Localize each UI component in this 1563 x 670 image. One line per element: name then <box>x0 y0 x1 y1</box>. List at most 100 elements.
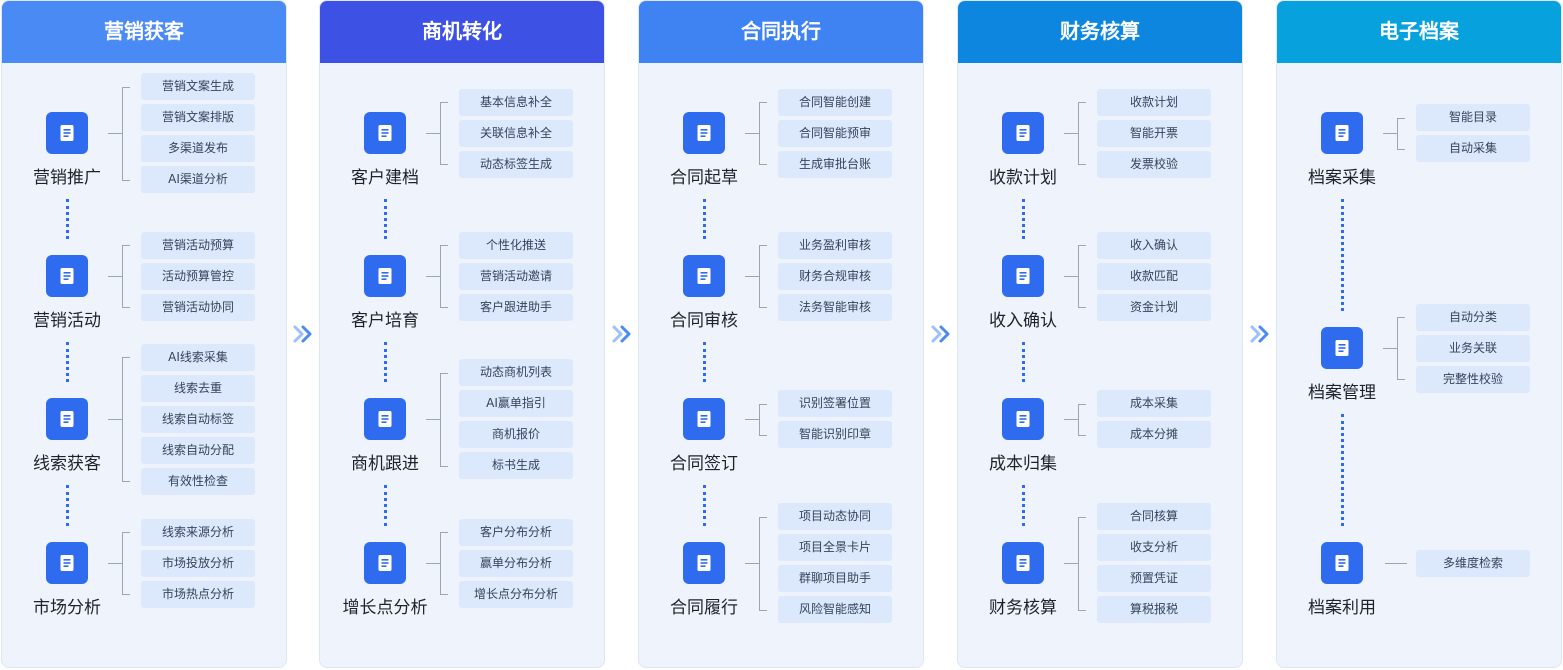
connector-line <box>745 276 759 277</box>
document-icon <box>46 542 88 584</box>
document-icon <box>46 398 88 440</box>
document-icon <box>364 542 406 584</box>
connector-line <box>108 563 122 564</box>
sub-item: 业务关联 <box>1416 335 1530 362</box>
connector-bracket <box>759 517 767 611</box>
sub-item: 合同智能创建 <box>778 89 892 116</box>
stage-label: 合同签订 <box>670 454 738 474</box>
stage-label: 合同起草 <box>670 168 738 188</box>
sub-item: 财务合规审核 <box>778 263 892 290</box>
sub-item: 市场投放分析 <box>141 550 255 577</box>
document-icon <box>1002 255 1044 297</box>
connector-bracket <box>1078 517 1086 611</box>
stage-label: 成本归集 <box>989 454 1057 474</box>
document-icon <box>1002 112 1044 154</box>
dotted-connector <box>384 342 387 382</box>
column-header: 电子档案 <box>1277 1 1561 63</box>
connector-line <box>1064 563 1078 564</box>
connector-line <box>745 419 759 420</box>
stage-label: 线索获客 <box>33 454 101 474</box>
sub-item: 关联信息补全 <box>459 120 573 147</box>
sub-item: 标书生成 <box>459 452 573 479</box>
sub-item: 多维度检索 <box>1416 550 1530 577</box>
connector-bracket <box>1078 102 1086 165</box>
sub-item: 智能开票 <box>1097 120 1211 147</box>
double-chevron-right-icon <box>930 323 952 345</box>
document-icon <box>46 112 88 154</box>
stage-column: 电子档案档案采集智能目录自动采集档案管理自动分类业务关联完整性校验档案利用多维度… <box>1276 0 1562 668</box>
sub-item: 自动采集 <box>1416 135 1530 162</box>
sub-item: 预置凭证 <box>1097 565 1211 592</box>
sub-item: 线索自动分配 <box>141 437 255 464</box>
connector-line <box>1383 133 1397 134</box>
document-icon <box>1321 327 1363 369</box>
sub-item: 赢单分布分析 <box>459 550 573 577</box>
connector-line <box>745 563 759 564</box>
document-icon <box>683 542 725 584</box>
connector-line <box>426 276 440 277</box>
connector-bracket <box>759 102 767 165</box>
stage-label: 商机跟进 <box>351 454 419 474</box>
connector-bracket <box>122 87 130 181</box>
sub-item: 法务智能审核 <box>778 294 892 321</box>
sub-item: 发票校验 <box>1097 151 1211 178</box>
connector-bracket <box>759 404 767 436</box>
stage-label: 合同审核 <box>670 311 738 331</box>
sub-item: 智能识别印章 <box>778 421 892 448</box>
connector-bracket <box>440 102 448 165</box>
dotted-connector <box>703 199 706 239</box>
stage-label: 营销推广 <box>33 168 101 188</box>
stage-column: 财务核算收款计划收款计划智能开票发票校验收入确认收入确认收款匹配资金计划成本归集… <box>957 0 1243 668</box>
sub-item: 自动分类 <box>1416 304 1530 331</box>
sub-item: 群聊项目助手 <box>778 565 892 592</box>
stage-label: 财务核算 <box>989 598 1057 618</box>
connector-line <box>426 419 440 420</box>
connector-line <box>745 133 759 134</box>
stage-label: 收款计划 <box>989 168 1057 188</box>
sub-item: 识别签署位置 <box>778 390 892 417</box>
double-chevron-right-icon <box>611 323 633 345</box>
sub-item: 商机报价 <box>459 421 573 448</box>
dotted-connector <box>703 342 706 382</box>
dotted-connector <box>1022 342 1025 382</box>
sub-item: 合同核算 <box>1097 503 1211 530</box>
dotted-connector <box>384 199 387 239</box>
sub-item: 市场热点分析 <box>141 581 255 608</box>
connector-line <box>426 563 440 564</box>
connector-bracket <box>1078 404 1086 436</box>
stage-column: 合同执行合同起草合同智能创建合同智能预审生成审批台账合同审核业务盈利审核财务合规… <box>638 0 924 668</box>
dotted-connector <box>66 485 69 526</box>
sub-item: 收款计划 <box>1097 89 1211 116</box>
connector-bracket <box>122 532 130 595</box>
connector-line <box>108 276 122 277</box>
sub-item: 收款匹配 <box>1097 263 1211 290</box>
connector-bracket <box>1078 245 1086 308</box>
double-chevron-right-icon <box>292 323 314 345</box>
document-icon <box>1002 542 1044 584</box>
connector-line <box>108 419 122 420</box>
stage-label: 客户建档 <box>351 168 419 188</box>
connector-line <box>1064 419 1078 420</box>
stage-label: 合同履行 <box>670 598 738 618</box>
sub-item: 线索去重 <box>141 375 255 402</box>
sub-item: 线索来源分析 <box>141 519 255 546</box>
sub-item: 营销文案排版 <box>141 104 255 131</box>
stage-label: 档案利用 <box>1308 598 1376 618</box>
column-header: 营销获客 <box>2 1 286 63</box>
sub-item: 营销活动协同 <box>141 294 255 321</box>
sub-item: 客户分布分析 <box>459 519 573 546</box>
sub-item: 业务盈利审核 <box>778 232 892 259</box>
connector-line <box>1064 276 1078 277</box>
sub-item: 线索自动标签 <box>141 406 255 433</box>
document-icon <box>364 398 406 440</box>
dotted-connector <box>66 342 69 382</box>
sub-item: 有效性检查 <box>141 468 255 495</box>
sub-item: AI渠道分析 <box>141 166 255 193</box>
column-header: 合同执行 <box>639 1 923 63</box>
connector-bracket <box>440 532 448 595</box>
dotted-connector <box>1341 199 1344 311</box>
sub-item: AI赢单指引 <box>459 390 573 417</box>
sub-item: 个性化推送 <box>459 232 573 259</box>
sub-item: 成本分摊 <box>1097 421 1211 448</box>
